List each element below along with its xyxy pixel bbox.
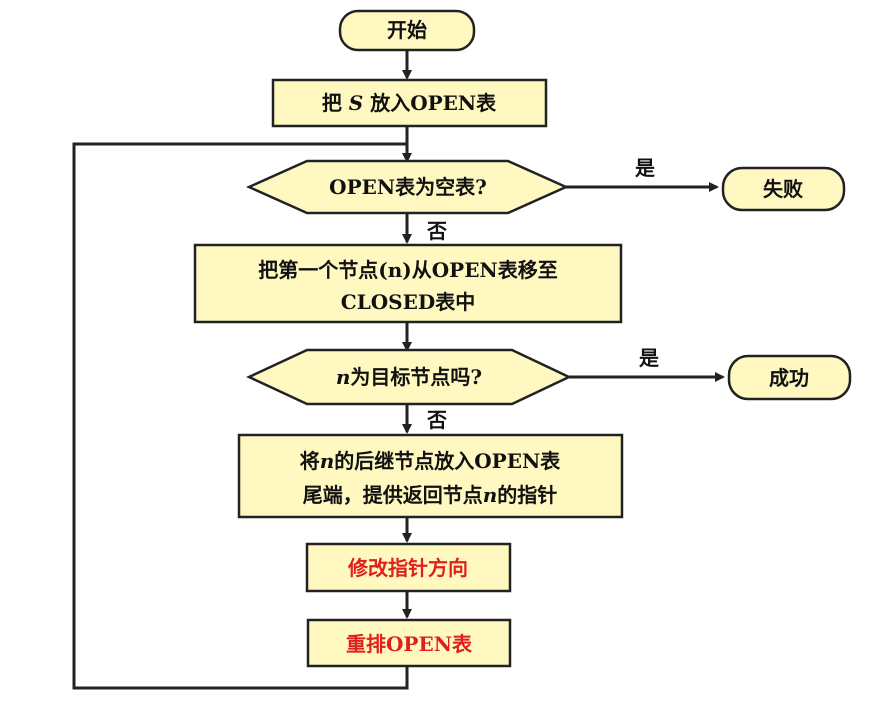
is-goal-label: n为目标节点吗? bbox=[336, 365, 482, 389]
move-to-closed-box bbox=[193, 243, 623, 324]
move-to-closed-line2: CLOSED表中 bbox=[341, 290, 475, 314]
put-s-open-label: 把 S 放入OPEN表 bbox=[322, 91, 497, 115]
yes-label-1: 是 bbox=[634, 156, 655, 180]
yes-label-2: 是 bbox=[638, 346, 659, 370]
open-empty-decision bbox=[245, 159, 570, 215]
expand-box bbox=[237, 433, 624, 519]
expand-line2: 尾端，提供返回节点n的指针 bbox=[303, 483, 558, 507]
modify-pointer-label: 修改指针方向 bbox=[347, 556, 468, 580]
loop-back-line bbox=[72, 142, 409, 690]
success-label: 成功 bbox=[769, 366, 809, 390]
move-to-closed-line1: 把第一个节点(n)从OPEN表移至 bbox=[258, 258, 557, 282]
fail-label: 失败 bbox=[763, 177, 803, 201]
reorder-open-label: 重排OPEN表 bbox=[346, 632, 473, 656]
open-empty-label: OPEN表为空表? bbox=[329, 175, 487, 199]
no-label-2: 否 bbox=[426, 408, 447, 432]
expand-line1: 将n的后继节点放入OPEN表 bbox=[300, 449, 562, 473]
modify-pointer-box bbox=[305, 542, 512, 593]
put-s-open-box bbox=[271, 78, 548, 128]
start-terminal bbox=[338, 9, 476, 52]
reorder-open-box bbox=[306, 618, 512, 668]
fail-terminal bbox=[721, 166, 846, 212]
no-label-1: 否 bbox=[426, 219, 447, 243]
success-terminal bbox=[727, 354, 852, 401]
start-label: 开始 bbox=[387, 18, 427, 42]
is-goal-decision bbox=[246, 348, 572, 406]
